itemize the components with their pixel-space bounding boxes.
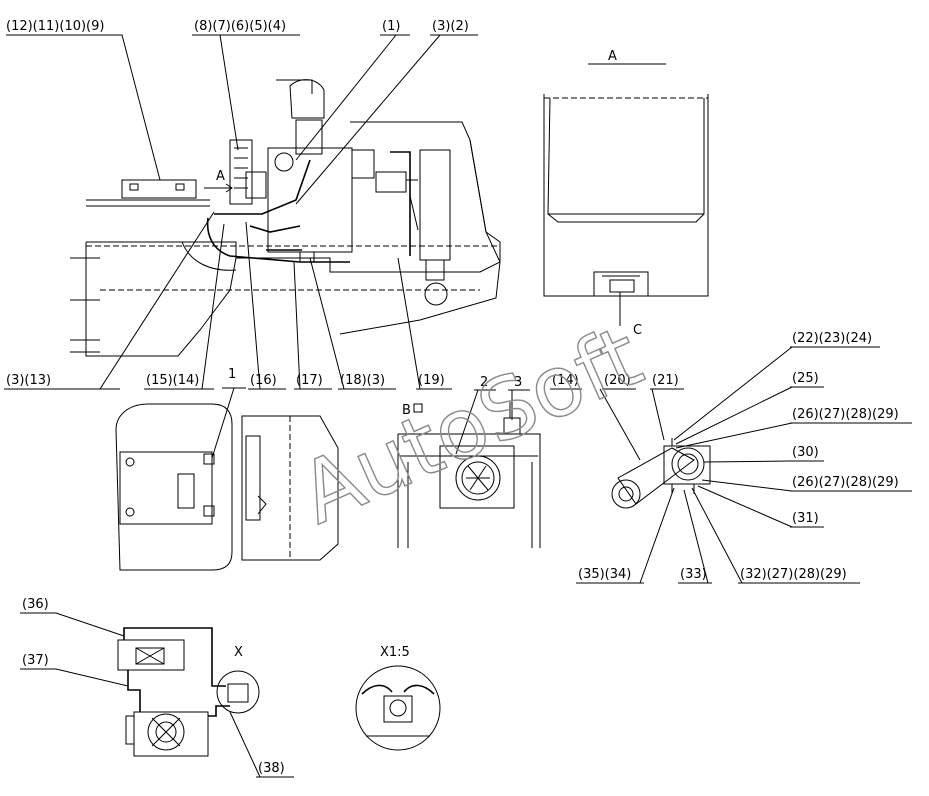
view-c-bracket: (14) (20) (21) (22)(23)(24) (25) (26)(27…	[550, 331, 912, 584]
main-view-callouts: (12)(11)(10)(9) (8)(7)(6)(5)(4) (1) (3)(…	[4, 19, 478, 390]
callout-17: (17)	[296, 373, 323, 388]
callout-12-11-10-9: (12)(11)(10)(9)	[6, 19, 104, 34]
callout-25: (25)	[792, 371, 819, 386]
callout-38: (38)	[258, 761, 285, 776]
label-num-3: 3	[514, 375, 522, 390]
main-machine-view	[70, 79, 501, 357]
label-b: B	[402, 403, 411, 418]
callout-36: (36)	[22, 597, 49, 612]
callout-26-27-28-29-a: (26)(27)(28)(29)	[792, 407, 899, 422]
callout-14-c: (14)	[552, 373, 579, 388]
label-num-2: 2	[480, 375, 488, 390]
callout-21: (21)	[652, 373, 679, 388]
view-a: A C	[543, 49, 709, 338]
callout-15-14: (15)(14)	[146, 373, 199, 388]
callout-35-34: (35)(34)	[578, 567, 631, 582]
callout-19: (19)	[418, 373, 445, 388]
callout-18-3: (18)(3)	[340, 373, 385, 388]
callout-16: (16)	[250, 373, 277, 388]
callout-1: (1)	[382, 19, 400, 34]
view-a-title: A	[608, 49, 617, 64]
callout-32-27-28-29: (32)(27)(28)(29)	[740, 567, 847, 582]
label-view-x: X	[234, 645, 243, 660]
label-num-1: 1	[228, 367, 236, 382]
callout-8-7-6-5-4: (8)(7)(6)(5)(4)	[194, 19, 286, 34]
label-c: C	[633, 323, 642, 338]
view-b-fan: B 2 3	[397, 375, 541, 548]
callout-37: (37)	[22, 653, 49, 668]
callout-26-27-28-29-b: (26)(27)(28)(29)	[792, 475, 899, 490]
view-1-detail: 1	[115, 367, 339, 571]
callout-3-2: (3)(2)	[432, 19, 469, 34]
callout-20: (20)	[604, 373, 631, 388]
callout-22-23-24: (22)(23)(24)	[792, 331, 872, 346]
callout-31: (31)	[792, 511, 819, 526]
label-view-x-scale: X1:5	[380, 645, 410, 660]
callout-30: (30)	[792, 445, 819, 460]
arrow-label-a: A	[216, 169, 225, 184]
callout-33: (33)	[680, 567, 707, 582]
callout-3-13: (3)(13)	[6, 373, 51, 388]
bottom-schematic: (36) (37) (38) X X1:5	[20, 597, 441, 778]
